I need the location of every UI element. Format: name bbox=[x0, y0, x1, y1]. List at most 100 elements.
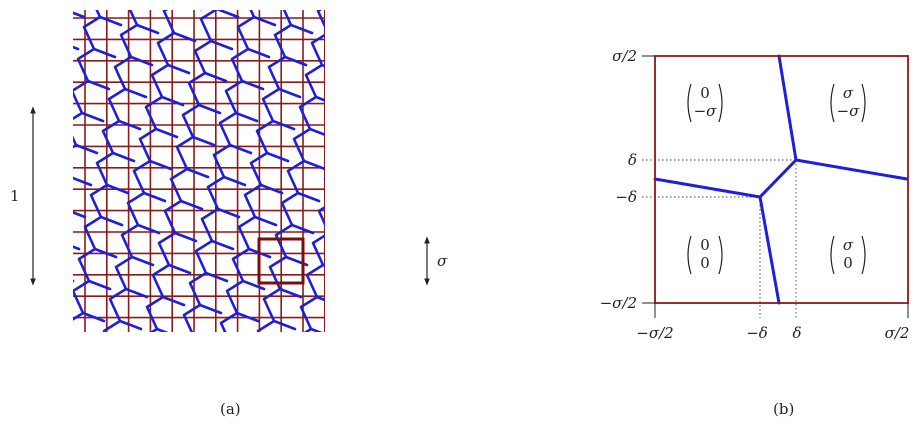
mesh-cell bbox=[178, 337, 215, 369]
mesh-cell bbox=[73, 111, 105, 147]
domain-frame bbox=[654, 55, 909, 304]
mesh-cell bbox=[120, 223, 161, 259]
mesh-cell bbox=[262, 287, 303, 323]
boundary-right bbox=[794, 158, 909, 181]
vector-entry: σ bbox=[843, 236, 854, 254]
mesh-cell bbox=[200, 207, 241, 243]
mesh-cell bbox=[249, 151, 290, 187]
mesh-cell bbox=[218, 111, 259, 147]
vector-entry: 0 bbox=[700, 84, 710, 102]
paren-right bbox=[861, 235, 866, 275]
mesh-cell bbox=[350, 241, 387, 273]
mesh-cell bbox=[215, 345, 252, 377]
mesh-cell bbox=[119, 23, 160, 59]
square-grid bbox=[73, 10, 325, 332]
mesh-cell bbox=[73, 143, 99, 155]
x-label-right: σ/2 bbox=[885, 324, 910, 342]
y-label-top: σ/2 bbox=[612, 47, 637, 65]
mesh-cell bbox=[182, 303, 223, 332]
mesh-cell bbox=[249, 10, 256, 19]
mesh-cell bbox=[323, 177, 325, 183]
mesh-cell bbox=[77, 247, 118, 283]
mesh-cell bbox=[194, 239, 235, 275]
mesh-cell bbox=[344, 273, 381, 305]
mesh-cell bbox=[338, 305, 375, 337]
vector-entry: σ bbox=[843, 84, 854, 102]
paren-left bbox=[687, 83, 692, 123]
paren-right bbox=[718, 83, 723, 123]
vector-entry: 0 bbox=[700, 236, 710, 254]
mesh-cell bbox=[73, 80, 74, 82]
mesh-cell bbox=[237, 215, 278, 251]
mesh-cell bbox=[193, 39, 234, 75]
mesh-cell bbox=[343, 73, 380, 105]
mesh-cell bbox=[310, 33, 325, 67]
mesh-cell bbox=[73, 45, 80, 51]
region-vector-bottom-left: 00 bbox=[687, 235, 723, 275]
mesh-cell bbox=[76, 47, 117, 83]
mesh-cell bbox=[102, 319, 143, 332]
mesh-cell bbox=[156, 31, 197, 67]
mesh-cell bbox=[73, 245, 81, 251]
vector-entry: −σ bbox=[837, 102, 861, 120]
paren-right bbox=[718, 235, 723, 275]
panel-a: 1 σ (a) bbox=[10, 0, 448, 418]
y-label-delta: δ bbox=[628, 151, 637, 169]
mesh-cell bbox=[73, 311, 106, 323]
mesh-cell bbox=[331, 137, 368, 169]
region-vector-top-left: 0−σ bbox=[687, 83, 723, 123]
mesh-cell bbox=[212, 143, 253, 179]
mesh-cell bbox=[188, 271, 229, 307]
mesh-cell bbox=[286, 159, 325, 195]
x-label-delta: δ bbox=[792, 324, 801, 342]
mesh-cell bbox=[145, 295, 186, 331]
mesh-cell bbox=[95, 151, 136, 187]
mesh-cell bbox=[332, 337, 369, 369]
mesh-cell bbox=[349, 41, 386, 73]
region-vector-bottom-right: σ0 bbox=[830, 235, 866, 275]
mesh-cell bbox=[126, 191, 167, 227]
paren-left bbox=[830, 83, 835, 123]
mesh-cell bbox=[243, 183, 284, 219]
mesh-cell bbox=[107, 87, 148, 123]
mesh-cell bbox=[98, 353, 135, 385]
mesh-cell bbox=[256, 319, 297, 332]
mesh-cell bbox=[224, 79, 265, 115]
mesh-cell bbox=[280, 191, 321, 227]
mesh-cell bbox=[311, 233, 325, 267]
mesh-cell bbox=[149, 327, 169, 332]
mesh-cell bbox=[128, 10, 139, 27]
mesh-cell bbox=[175, 135, 216, 171]
boundary-upper bbox=[777, 54, 798, 162]
vector-entry: −σ bbox=[694, 102, 718, 120]
mesh-cell bbox=[163, 199, 204, 235]
mesh-cell bbox=[73, 279, 112, 315]
paren-left bbox=[830, 235, 835, 275]
mesh-cell bbox=[261, 87, 302, 123]
y-label-bottom: −σ/2 bbox=[600, 294, 637, 312]
mesh-cell bbox=[181, 103, 222, 139]
hexagonal-mesh bbox=[53, 0, 387, 393]
paren-right bbox=[861, 83, 866, 123]
mesh-cell bbox=[73, 211, 87, 219]
mesh-cell bbox=[150, 63, 191, 99]
mesh-cell bbox=[236, 15, 277, 51]
mesh-cell bbox=[53, 0, 90, 9]
mesh-cell bbox=[170, 0, 207, 1]
mesh-cell bbox=[252, 353, 289, 385]
mesh-cell bbox=[73, 11, 86, 19]
mesh-cell bbox=[317, 205, 325, 228]
mesh-cell bbox=[255, 119, 296, 155]
mesh-cell bbox=[132, 159, 173, 195]
vector-entry: 0 bbox=[843, 254, 853, 272]
mesh-cell bbox=[219, 311, 260, 332]
mesh-cell bbox=[282, 10, 293, 27]
mesh-cell bbox=[157, 231, 198, 267]
mesh-cell bbox=[114, 255, 155, 291]
axis-ticks bbox=[642, 55, 909, 318]
mesh-cell bbox=[135, 361, 172, 393]
mesh-cell bbox=[169, 167, 210, 203]
region-boundaries bbox=[653, 54, 909, 305]
